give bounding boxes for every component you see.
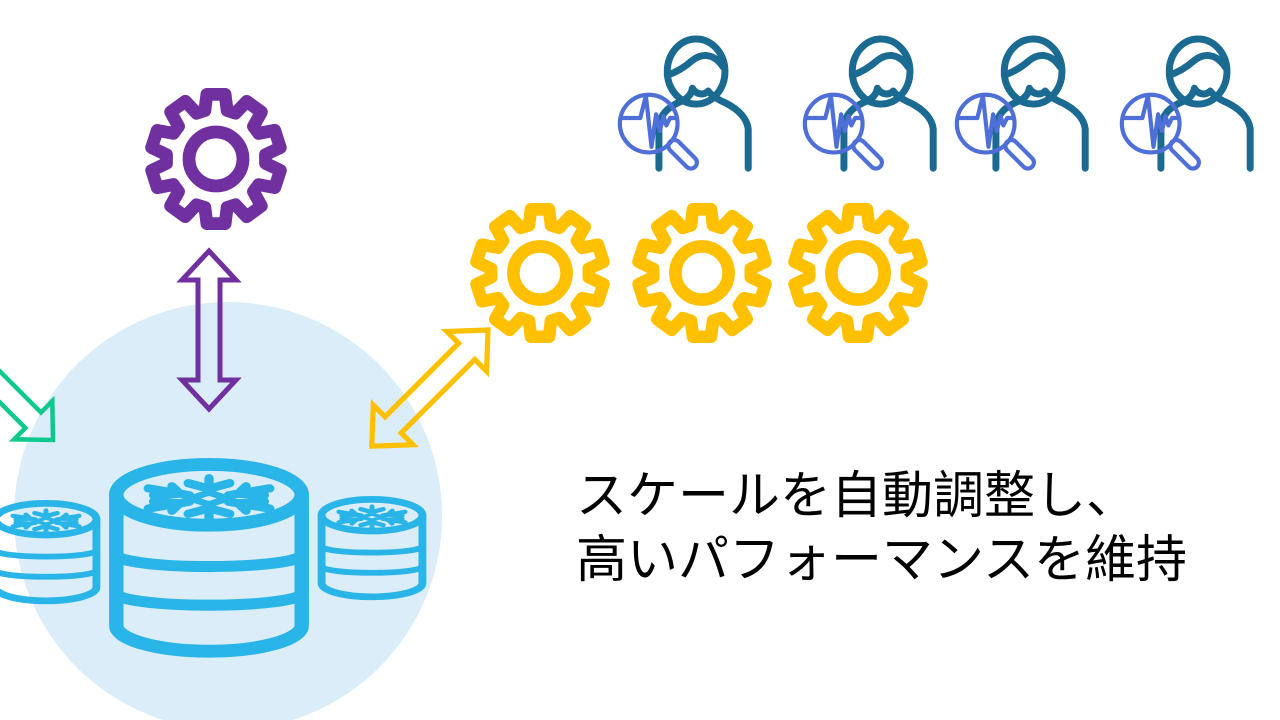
analyst-user-icon-2 bbox=[805, 39, 933, 171]
caption: スケールを自動調整し、 高いパフォーマンスを維持 bbox=[576, 464, 1187, 592]
caption-line-2: 高いパフォーマンスを維持 bbox=[576, 531, 1187, 588]
caption-line-1: スケールを自動調整し、 bbox=[576, 467, 1138, 524]
analyst-user-icon-4 bbox=[1122, 39, 1250, 171]
warehouse-gear-icon-2 bbox=[622, 193, 783, 353]
analyst-user-icon-3 bbox=[957, 39, 1085, 171]
auto-scale-gear-icon bbox=[135, 78, 298, 240]
analyst-user-icon-1 bbox=[620, 39, 748, 171]
warehouse-gear-icon-3 bbox=[778, 193, 939, 353]
